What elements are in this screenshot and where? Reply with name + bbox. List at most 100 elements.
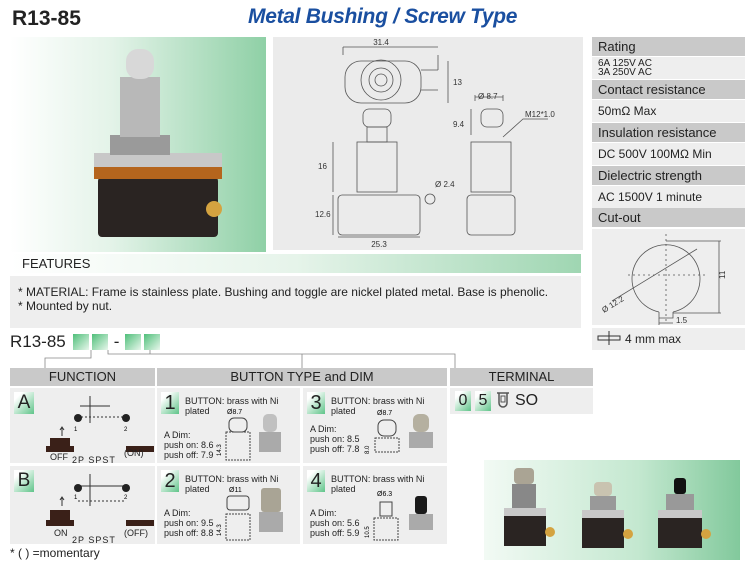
- function-a-diagram: 1 2: [46, 396, 154, 452]
- terminal-label: SO: [515, 392, 539, 409]
- button-height: 8.0: [365, 445, 371, 454]
- button-type-header: BUTTON TYPE and DIM: [157, 368, 447, 386]
- panel-thickness-icon: [597, 330, 621, 348]
- feature-item: * MATERIAL: Frame is stainless plate. Bu…: [18, 285, 549, 299]
- cutout-height: 11: [718, 270, 727, 279]
- push-on: push on: 8.5: [310, 434, 360, 444]
- cutout-dia: Ø 12.2: [600, 294, 626, 315]
- button-3-drawing: Ø8.7 8.0: [365, 410, 433, 454]
- push-off: push off: 7.9: [164, 450, 214, 460]
- spec-cutout-label: Cut-out: [592, 208, 745, 227]
- state-left: OFF: [50, 452, 68, 462]
- push-on: push on: 8.6: [164, 440, 214, 450]
- function-b: B 1 2 ON (OFF) 2P SPST: [10, 466, 155, 545]
- button-type-2: 2 BUTTON: brass with Ni plated A Dim:pus…: [157, 466, 300, 544]
- button-4-drawing: Ø6.3 10.5: [365, 491, 433, 541]
- a-dim-label: A Dim:: [310, 424, 337, 434]
- model-number: R13-85: [12, 7, 81, 30]
- features-list: * MATERIAL: Frame is stainless plate. Bu…: [10, 276, 581, 328]
- function-header: FUNCTION: [10, 368, 155, 386]
- button-desc: BUTTON: brass with Ni plated: [185, 474, 279, 494]
- spec-contact-label: Contact resistance: [592, 80, 745, 99]
- spec-contact-value: 50mΩ Max: [592, 100, 745, 122]
- state-left: ON: [54, 528, 68, 538]
- button-height: 14.3: [217, 444, 223, 456]
- terminal-header: TERMINAL: [450, 368, 593, 386]
- panel-thickness-value: 4 mm max: [625, 332, 682, 346]
- cutout-flat: 1.5: [676, 316, 688, 325]
- button-2-drawing: Ø11 14.3: [217, 487, 283, 541]
- spec-dielectric-label: Dielectric strength: [592, 166, 745, 185]
- button-number: 2: [161, 470, 179, 492]
- dim-width-top: 31.4: [373, 38, 389, 47]
- product-photo: [10, 37, 266, 252]
- code-box-terminal-2: [144, 334, 161, 350]
- spec-insulation-label: Insulation resistance: [592, 123, 745, 142]
- a-dim-label: A Dim:: [164, 430, 191, 440]
- button-dia: Ø6.3: [377, 491, 392, 498]
- pin-2: 2: [124, 495, 128, 501]
- cutout-diagram: Ø 12.2 11 1.5: [592, 229, 745, 326]
- state-right: (OFF): [124, 528, 148, 538]
- rating-line-2: 3A 250V AC: [598, 67, 652, 78]
- a-dim-label: A Dim:: [164, 508, 191, 518]
- dim-253: 25.3: [371, 240, 387, 249]
- part-code-separator: -: [113, 332, 120, 351]
- button-type-3: 3 BUTTON: brass with Ni plated A Dim:pus…: [303, 388, 447, 463]
- code-box-function: [72, 334, 89, 350]
- solder-terminal-icon: [495, 390, 511, 413]
- spec-insulation-value: DC 500V 100MΩ Min: [592, 143, 745, 165]
- button-desc: BUTTON: brass with Ni plated: [185, 396, 279, 416]
- button-desc: BUTTON: brass with Ni plated: [331, 474, 425, 494]
- push-on: push on: 9.5: [164, 518, 214, 528]
- button-number: 4: [307, 470, 325, 492]
- function-letter: B: [14, 470, 34, 492]
- spec-rating-value: 6A 125V AC 3A 250V AC: [592, 57, 745, 79]
- function-letter: A: [14, 392, 34, 414]
- button-number: 1: [161, 392, 179, 414]
- dim-thread: M12*1.0: [525, 110, 555, 119]
- page-title: Metal Bushing / Screw Type: [248, 5, 518, 28]
- push-off: push off: 8.8: [164, 528, 214, 538]
- button-dia: Ø11: [229, 487, 242, 494]
- state-right: (ON): [124, 448, 144, 458]
- dimension-drawing: 31.4 13 Ø 8.7 9.4 M12*1.0 16 Ø 2.4 12.6 …: [273, 37, 583, 250]
- dim-dia-24: Ø 2.4: [435, 180, 455, 189]
- button-type-1: 1 BUTTON: brass with Ni plated A Dim:pus…: [157, 388, 300, 463]
- momentary-note: * ( ) =momentary: [10, 546, 100, 560]
- spec-rating-label: Rating: [592, 37, 745, 56]
- button-dia: Ø8.7: [377, 410, 392, 417]
- pin-2: 2: [124, 427, 128, 433]
- push-on: push on: 5.6: [310, 518, 360, 528]
- button-desc: BUTTON: brass with Ni plated: [331, 396, 425, 416]
- dim-dia-87: Ø 8.7: [478, 92, 498, 101]
- push-off: push off: 5.9: [310, 528, 360, 538]
- rating-line-1: 6A 125V AC: [598, 58, 652, 69]
- features-heading: FEATURES: [10, 254, 581, 273]
- terminal-digit-1: 0: [455, 391, 471, 411]
- part-code-prefix: R13-85: [10, 332, 66, 351]
- pin-1: 1: [74, 495, 78, 501]
- spec-dielectric-value: AC 1500V 1 minute: [592, 186, 745, 208]
- code-connector-lines: [44, 350, 456, 368]
- dim-13: 13: [453, 78, 462, 87]
- button-dia: Ø8.7: [227, 409, 242, 416]
- button-1-drawing: Ø8.7 14.3: [217, 409, 281, 461]
- code-box-terminal-1: [125, 334, 142, 350]
- button-height: 14.3: [217, 524, 223, 536]
- variant-1: [504, 468, 555, 546]
- button-number: 3: [307, 392, 325, 414]
- dim-126: 12.6: [315, 210, 331, 219]
- panel-thickness: 4 mm max: [592, 328, 745, 350]
- product-variants-photo: [484, 460, 740, 560]
- dim-16: 16: [318, 162, 327, 171]
- button-type-4: 4 BUTTON: brass with Ni plated A Dim:pus…: [303, 466, 447, 544]
- terminal-option: 0 5 SO: [450, 388, 593, 414]
- function-b-diagram: 1 2: [46, 474, 154, 526]
- code-box-button: [91, 334, 108, 350]
- button-height: 10.5: [365, 526, 371, 538]
